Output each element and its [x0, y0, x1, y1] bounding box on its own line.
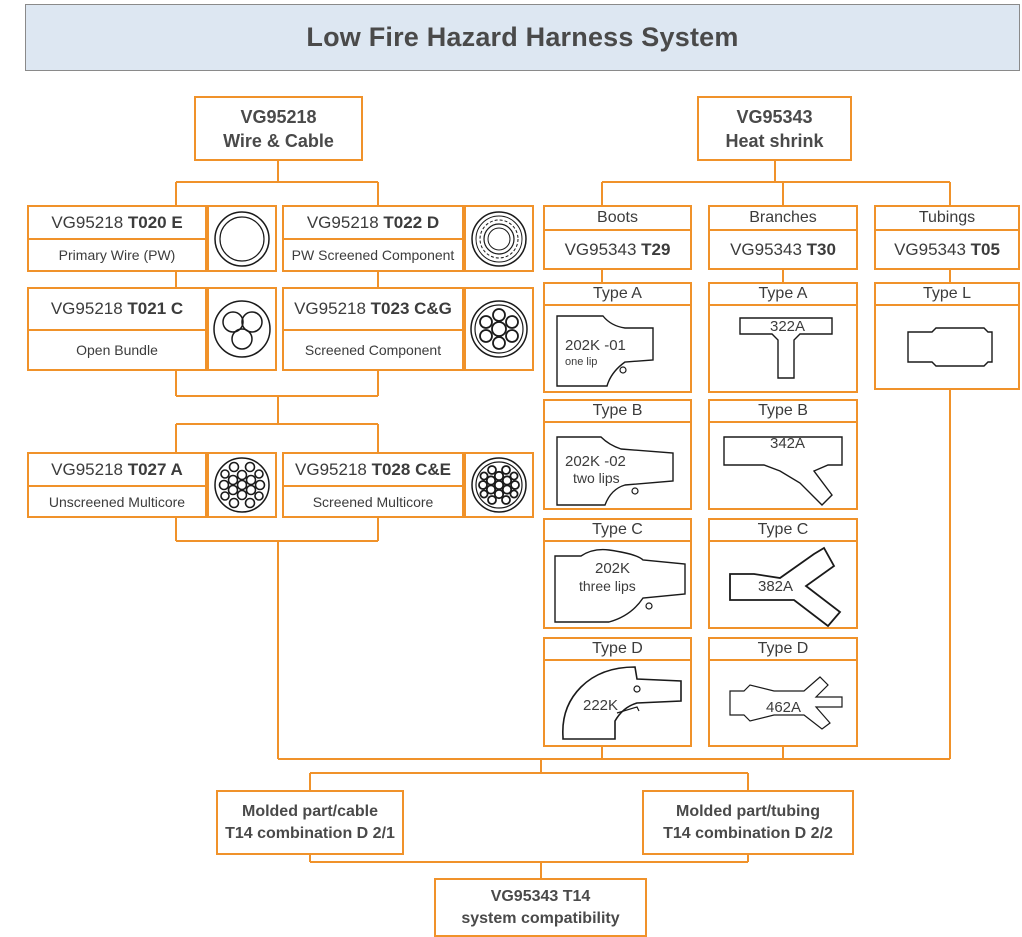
boot-type-label: Type B	[545, 401, 690, 423]
tubings-code: VG95343 T05	[894, 239, 1000, 259]
wire-item-title: VG95218 T027 A	[29, 454, 205, 487]
boot-type-d: Type D 222K	[543, 637, 692, 747]
single-conductor-icon	[207, 205, 277, 272]
boot-a-drawing	[556, 315, 654, 387]
screened-bundle-icon	[464, 287, 534, 371]
branch-part-label: 322A	[770, 318, 806, 335]
heat-shrink-node: VG95343 Heat shrink	[697, 96, 852, 161]
wire-item-title: VG95218 T023 C&G	[284, 289, 462, 331]
wire-item-desc: Screened Component	[304, 342, 442, 358]
branch-b-drawing	[723, 436, 843, 506]
wire-item-t028ce: VG95218 T028 C&E Screened Multicore	[282, 452, 464, 518]
wire-item-title: VG95218 T022 D	[284, 207, 462, 240]
wire-item-t023cg: VG95218 T023 C&G Screened Component	[282, 287, 464, 371]
boot-part-label: 202K -01	[565, 337, 626, 354]
wire-code: VG95218	[240, 106, 317, 127]
boot-type-c: Type C 202K three lips	[543, 518, 692, 629]
wire-item-desc: Primary Wire (PW)	[58, 247, 176, 263]
system-line1: VG95343 T14	[490, 887, 591, 905]
boots-label: Boots	[545, 207, 690, 231]
molded-cable-line2: T14 combination D 2/1	[225, 824, 395, 842]
wire-item-title: VG95218 T020 E	[29, 207, 205, 240]
molded-tubing-line1: Molded part/tubing	[676, 802, 820, 820]
branch-part-label: 382A	[758, 578, 794, 595]
wire-item-title: VG95218 T021 C	[29, 289, 205, 331]
boot-type-b: Type B 202K -02 two lips	[543, 399, 692, 510]
screened-multicore-icon	[464, 452, 534, 518]
branch-type-label: Type C	[710, 520, 856, 542]
molded-cable-line1: Molded part/cable	[241, 802, 379, 820]
tubings-label: Tubings	[876, 207, 1018, 231]
molded-tubing-line2: T14 combination D 2/2	[663, 824, 833, 842]
wire-name: Wire & Cable	[223, 130, 334, 151]
wire-item-desc: Screened Multicore	[312, 493, 434, 510]
branch-type-a: Type A 322A	[708, 282, 858, 393]
boot-type-label: Type D	[545, 639, 690, 661]
wire-item-desc: PW Screened Component	[291, 247, 455, 263]
shrink-code: VG95343	[736, 106, 813, 127]
branch-type-label: Type B	[710, 401, 856, 423]
boot-b-drawing	[556, 436, 674, 506]
screened-conductor-icon	[464, 205, 534, 272]
shrink-name: Heat shrink	[725, 130, 824, 151]
branch-type-label: Type A	[710, 284, 856, 306]
boot-d-drawing	[562, 666, 682, 740]
boot-type-a: Type A 202K -01 one lip	[543, 282, 692, 393]
wire-item-title: VG95218 T028 C&E	[284, 454, 462, 487]
branch-type-label: Type D	[710, 639, 856, 661]
tubings-header: Tubings VG95343 T05	[874, 205, 1020, 270]
boot-part-label: 222K	[583, 697, 619, 714]
boot-part-label: 202K	[595, 560, 631, 577]
page-header: Low Fire Hazard Harness System	[25, 4, 1020, 71]
branch-type-b: Type B 342A	[708, 399, 858, 510]
boot-c-drawing	[554, 548, 686, 623]
branches-code: VG95343 T30	[730, 239, 836, 259]
page-title: Low Fire Hazard Harness System	[306, 22, 739, 52]
unscreened-multicore-icon	[207, 452, 277, 518]
wire-item-desc: Open Bundle	[76, 342, 158, 358]
three-conductor-bundle-icon	[207, 287, 277, 371]
molded-tubing-node: Molded part/tubing T14 combination D 2/2	[642, 790, 854, 855]
boot-type-label: Type A	[545, 284, 690, 306]
boot-part-note: three lips	[579, 578, 636, 594]
molded-cable-node: Molded part/cable T14 combination D 2/1	[216, 790, 404, 855]
branch-part-label: 462A	[766, 699, 802, 716]
branch-a-drawing	[739, 317, 833, 379]
system-line2: system compatibility	[461, 909, 620, 927]
branches-header: Branches VG95343 T30	[708, 205, 858, 270]
wire-item-t020e: VG95218 T020 E Primary Wire (PW)	[27, 205, 207, 272]
wire-item-desc: Unscreened Multicore	[48, 493, 186, 510]
branch-c-drawing	[729, 546, 842, 628]
wire-item-t022d: VG95218 T022 D PW Screened Component	[282, 205, 464, 272]
branch-type-d: Type D 462A	[708, 637, 858, 747]
wire-item-t021c: VG95218 T021 C Open Bundle	[27, 287, 207, 371]
wire-item-t027a: VG95218 T027 A Unscreened Multicore	[27, 452, 207, 518]
tubing-l-drawing	[907, 327, 993, 367]
branch-part-label: 342A	[770, 435, 806, 452]
boot-type-label: Type C	[545, 520, 690, 542]
system-compatibility-node: VG95343 T14 system compatibility	[434, 878, 647, 937]
boots-header: Boots VG95343 T29	[543, 205, 692, 270]
branches-label: Branches	[710, 207, 856, 231]
boot-part-note: one lip	[565, 356, 598, 368]
branch-type-c: Type C 382A	[708, 518, 858, 629]
tubing-type-l: Type L	[874, 282, 1020, 390]
tubing-type-label: Type L	[876, 284, 1018, 306]
wire-cable-node: VG95218 Wire & Cable	[194, 96, 363, 161]
branch-d-drawing	[729, 676, 843, 730]
boots-code: VG95343 T29	[564, 239, 671, 259]
boot-part-note: two lips	[573, 470, 620, 486]
boot-part-label: 202K -02	[565, 453, 626, 470]
